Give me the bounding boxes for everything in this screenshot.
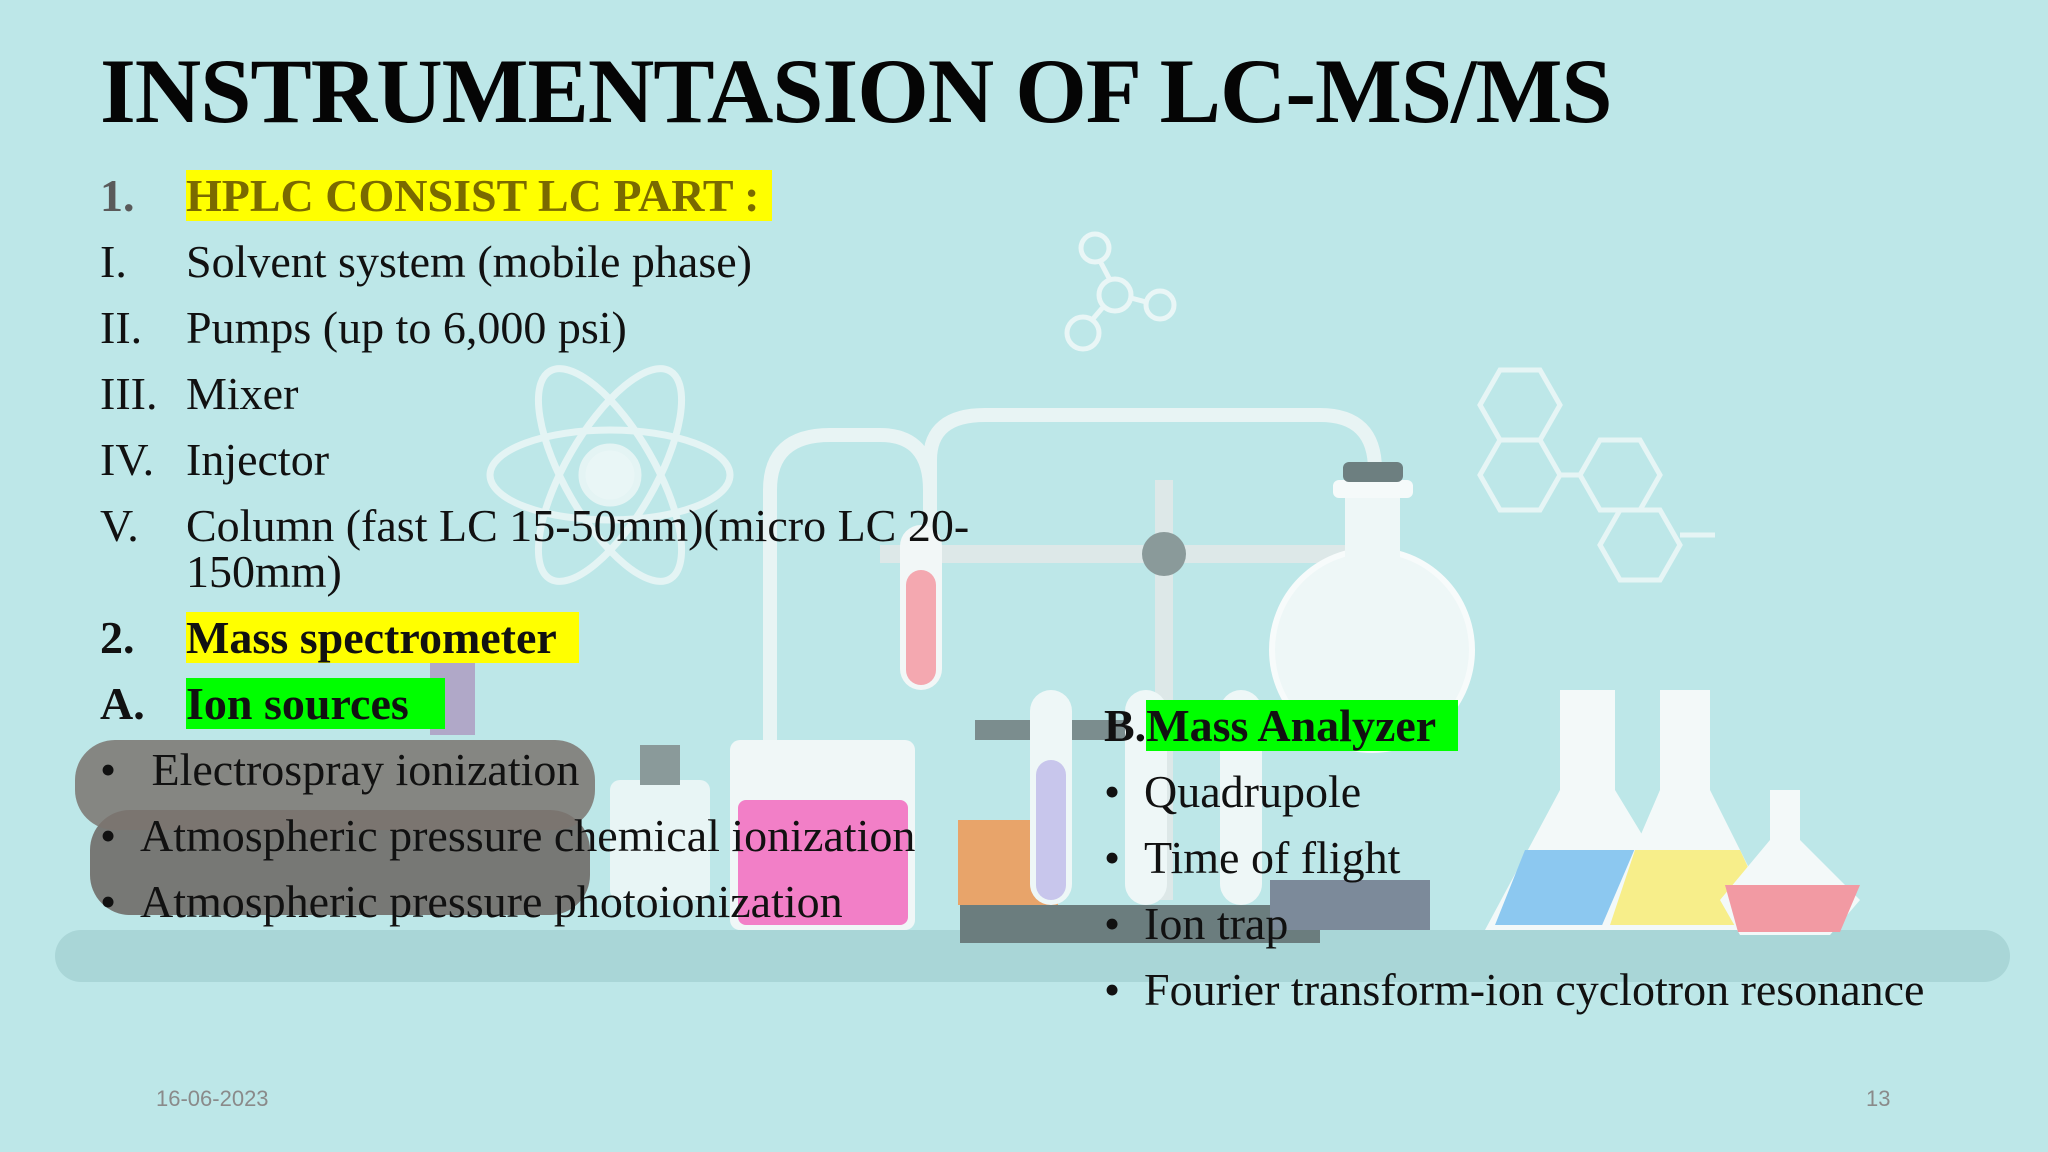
lc-item-number: I. — [100, 236, 127, 287]
bullet-icon: • — [100, 744, 117, 795]
lc-item: IV. Injector — [100, 434, 329, 487]
bullet-icon: • — [1104, 964, 1121, 1015]
lc-item-continuation: 150mm) — [186, 546, 342, 599]
atom-icon — [486, 365, 734, 585]
lc-item-text-continued: 150mm) — [186, 546, 342, 597]
lc-item-text: Injector — [186, 434, 330, 485]
footer-date: 16-06-2023 — [156, 1086, 269, 1111]
lc-item-number: III. — [100, 368, 158, 419]
lc-item-number: II. — [100, 302, 143, 353]
slide-title: INSTRUMENTASION OF LC-MS/MS — [100, 40, 1613, 142]
section-1-heading: HPLC CONSIST LC PART : — [186, 170, 772, 221]
bullet-icon: • — [1104, 898, 1121, 949]
bullet-icon: • — [1104, 766, 1121, 817]
bullet-icon: • — [100, 876, 117, 927]
section-b-letter: B. — [1104, 700, 1147, 751]
lc-item: I. Solvent system (mobile phase) — [100, 236, 752, 289]
lc-item: III. Mixer — [100, 368, 298, 421]
mass-analyzer-bullet: • Time of flight — [1104, 832, 1400, 885]
molecule-icon — [1064, 231, 1177, 352]
section-2-number: 2. — [100, 612, 135, 663]
ion-sources-heading: Ion sources — [186, 678, 445, 729]
bullet-icon: • — [1104, 832, 1121, 883]
section-1-heading-row: 1. HPLC CONSIST LC PART : — [100, 170, 772, 223]
mass-analyzer-text: Ion trap — [1144, 898, 1289, 949]
lc-item-number: IV. — [100, 434, 155, 485]
section-2-heading: Mass spectrometer — [186, 612, 579, 663]
lc-item-text: Column (fast LC 15-50mm)(micro LC 20- — [186, 500, 970, 551]
hexagon-molecule-icon — [1477, 367, 1715, 583]
mass-analyzer-heading: Mass Analyzer — [1146, 700, 1459, 751]
lc-item: II. Pumps (up to 6,000 psi) — [100, 302, 627, 355]
ion-source-text: Electrospray ionization — [140, 744, 580, 795]
mass-analyzer-text: Quadrupole — [1144, 766, 1362, 817]
ion-source-text: Atmospheric pressure photoionization — [140, 876, 843, 927]
lc-item: V. Column (fast LC 15-50mm)(micro LC 20- — [100, 500, 969, 553]
slide-number: 13 — [1866, 1086, 1891, 1111]
section-a-letter: A. — [100, 678, 145, 729]
section-2-heading-row: 2. Mass spectrometer — [100, 612, 579, 665]
mass-analyzer-heading-row: B.Mass Analyzer — [1104, 700, 1459, 753]
ion-source-bullet: • Atmospheric pressure chemical ionizatio… — [100, 810, 915, 863]
section-1-number: 1. — [100, 170, 135, 221]
ion-sources-heading-row: A. Ion sources — [100, 678, 445, 731]
ion-source-text: Atmospheric pressure chemical ionization — [140, 810, 916, 861]
lc-item-number: V. — [100, 500, 139, 551]
lc-item-text: Pumps (up to 6,000 psi) — [186, 302, 627, 353]
mass-analyzer-bullet: • Ion trap — [1104, 898, 1288, 951]
lc-item-text: Mixer — [186, 368, 299, 419]
mass-analyzer-bullet: • Quadrupole — [1104, 766, 1361, 819]
mass-analyzer-text: Time of flight — [1144, 832, 1401, 883]
bullet-icon: • — [100, 810, 117, 861]
mass-analyzer-bullet: • Fourier transform-ion cyclotron resonan… — [1104, 964, 1924, 1017]
mass-analyzer-text: Fourier transform-ion cyclotron resonanc… — [1144, 964, 1925, 1015]
ion-source-bullet: • Electrospray ionization — [100, 744, 579, 797]
ion-source-bullet: • Atmospheric pressure photoionization — [100, 876, 843, 929]
lc-item-text: Solvent system (mobile phase) — [186, 236, 752, 287]
